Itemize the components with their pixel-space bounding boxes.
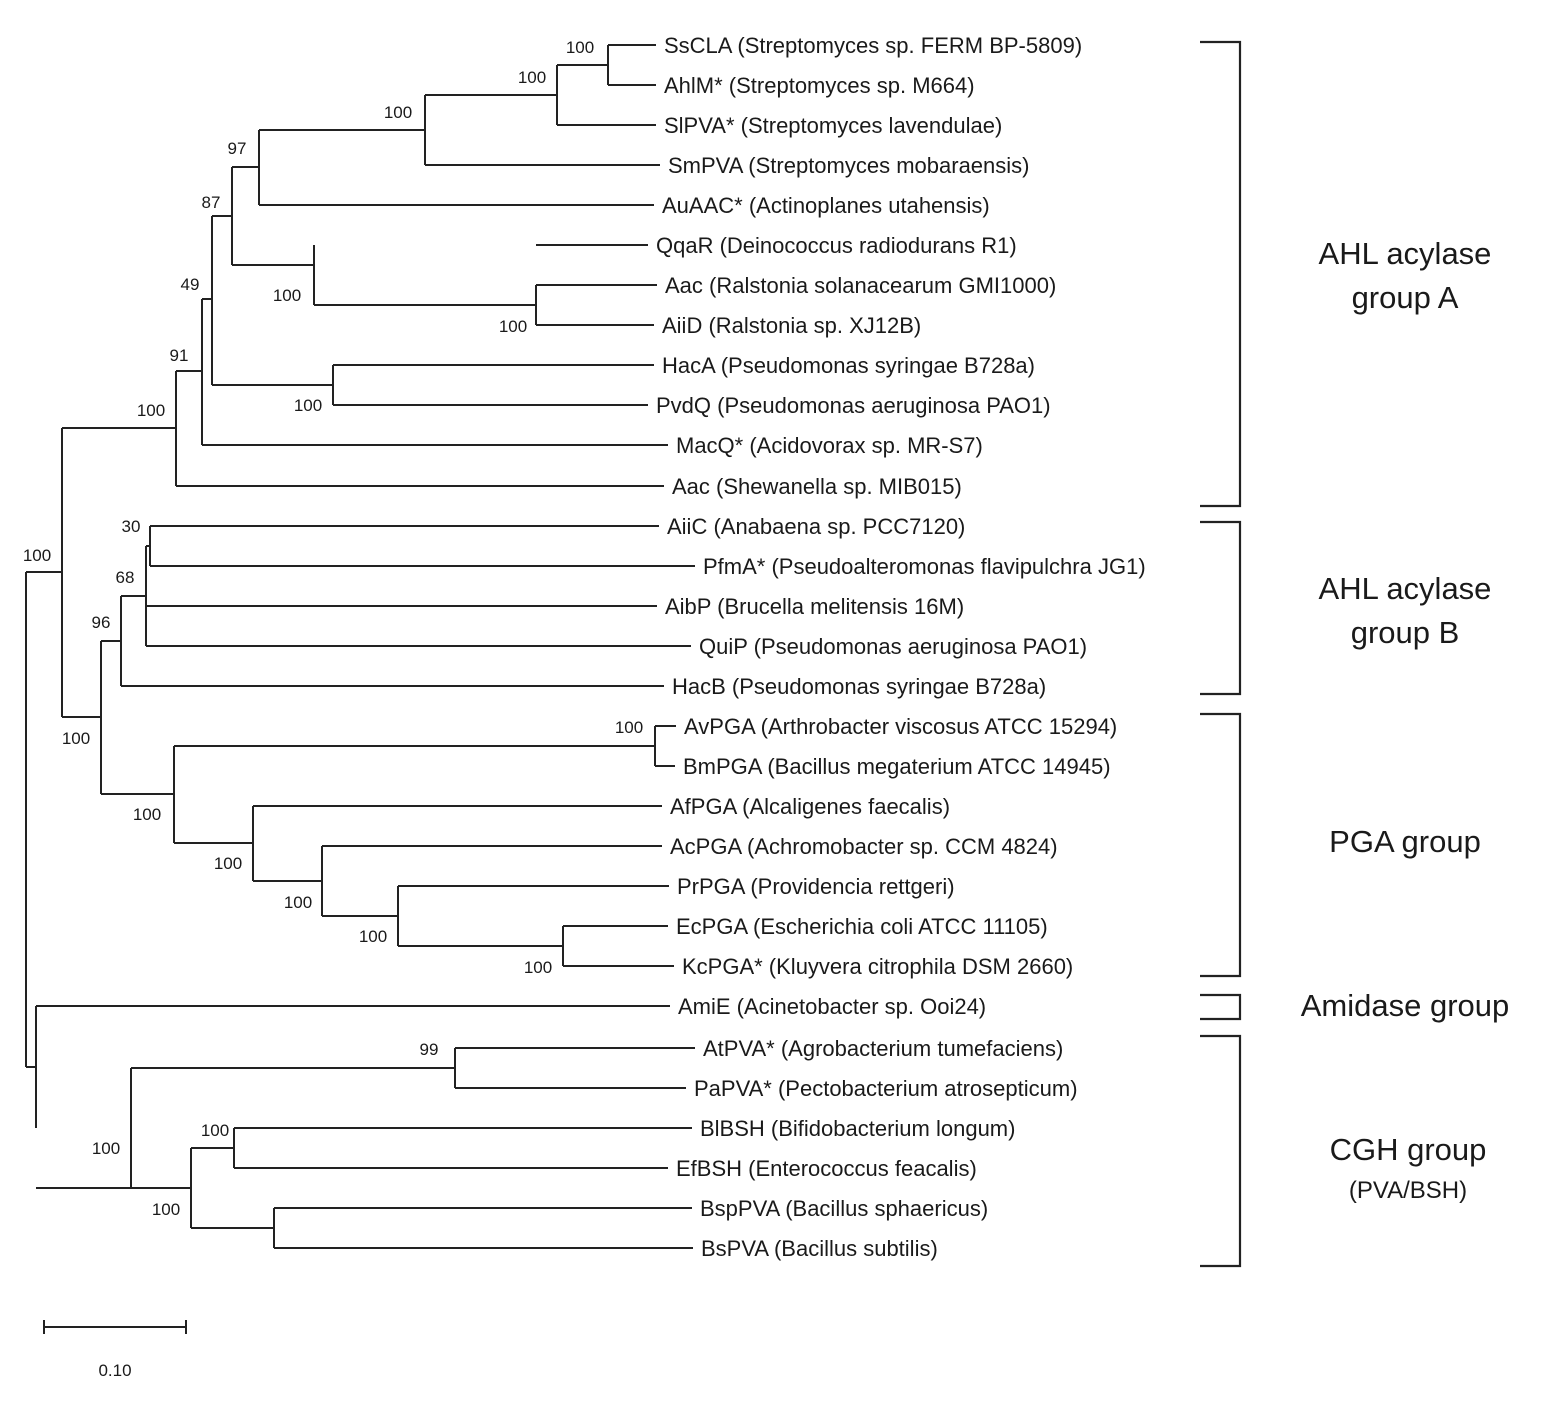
leaf-label: QuiP (Pseudomonas aeruginosa PAO1) xyxy=(699,634,1087,659)
leaf-label: AcPGA (Achromobacter sp. CCM 4824) xyxy=(670,834,1058,859)
bracket-ahl-group-b xyxy=(1200,520,1242,696)
bootstrap-value: 100 xyxy=(384,103,412,122)
bracket-cgh-group xyxy=(1200,1034,1242,1268)
bootstrap-value: 97 xyxy=(228,139,247,158)
leaf-label: AuAAC* (Actinoplanes utahensis) xyxy=(662,193,990,218)
leaf-label: AtPVA* (Agrobacterium tumefaciens) xyxy=(703,1036,1063,1061)
group-label-pga: PGA group xyxy=(1329,824,1481,859)
group-label-amidase: Amidase group xyxy=(1301,988,1510,1023)
leaf-label: BlBSH (Bifidobacterium longum) xyxy=(700,1116,1015,1141)
leaf-label: QqaR (Deinococcus radiodurans R1) xyxy=(656,233,1017,258)
leaf-label: AfPGA (Alcaligenes faecalis) xyxy=(670,794,950,819)
bootstrap-value: 100 xyxy=(152,1200,180,1219)
group-brackets xyxy=(1200,40,1242,1268)
bootstrap-value: 100 xyxy=(214,854,242,873)
bootstrap-value: 49 xyxy=(181,275,200,294)
leaf-label: BspPVA (Bacillus sphaericus) xyxy=(700,1196,988,1221)
leaf-label: AvPGA (Arthrobacter viscosus ATCC 15294) xyxy=(684,714,1117,739)
leaf-label: AmiE (Acinetobacter sp. Ooi24) xyxy=(678,994,986,1019)
leaf-label: HacA (Pseudomonas syringae B728a) xyxy=(662,353,1035,378)
leaf-label: SmPVA (Streptomyces mobaraensis) xyxy=(668,153,1030,178)
group-label-ahl-a-line1: AHL acylase xyxy=(1319,236,1492,271)
bracket-amidase-group xyxy=(1200,993,1242,1021)
leaf-label: PaPVA* (Pectobacterium atrosepticum) xyxy=(694,1076,1078,1101)
bootstrap-value: 100 xyxy=(359,927,387,946)
leaf-label: Aac (Shewanella sp. MIB015) xyxy=(672,474,962,499)
bootstrap-value: 100 xyxy=(273,286,301,305)
bootstrap-value: 30 xyxy=(122,517,141,536)
group-label-ahl-b-line1: AHL acylase xyxy=(1319,571,1492,606)
bootstrap-value: 100 xyxy=(524,958,552,977)
group-label-cgh-line1: CGH group xyxy=(1330,1132,1487,1167)
leaf-label: AhlM* (Streptomyces sp. M664) xyxy=(664,73,975,98)
bootstrap-value: 100 xyxy=(518,68,546,87)
leaf-label: Aac (Ralstonia solanacearum GMI1000) xyxy=(665,273,1056,298)
group-label-cgh-line2: (PVA/BSH) xyxy=(1349,1177,1467,1204)
leaf-label: AiiD (Ralstonia sp. XJ12B) xyxy=(662,313,921,338)
bootstrap-value: 100 xyxy=(62,729,90,748)
bootstrap-labels: 100 100 100 97 87 100 100 49 100 91 100 30 68 96 100 10… xyxy=(23,38,643,1219)
scale-bar xyxy=(43,1320,187,1334)
bracket-pga-group xyxy=(1200,712,1242,978)
bootstrap-value: 100 xyxy=(294,396,322,415)
leaf-label: AibP (Brucella melitensis 16M) xyxy=(665,594,964,619)
group-label-ahl-a-line2: group A xyxy=(1352,280,1459,315)
bootstrap-value: 100 xyxy=(137,401,165,420)
bootstrap-value: 99 xyxy=(420,1040,439,1059)
bootstrap-value: 87 xyxy=(202,193,221,212)
bootstrap-value: 100 xyxy=(92,1139,120,1158)
bracket-ahl-group-a xyxy=(1200,40,1242,508)
bootstrap-value: 100 xyxy=(284,893,312,912)
leaf-label: KcPGA* (Kluyvera citrophila DSM 2660) xyxy=(682,954,1073,979)
leaf-label: BsPVA (Bacillus subtilis) xyxy=(701,1236,938,1261)
bootstrap-value: 100 xyxy=(499,317,527,336)
leaf-label: MacQ* (Acidovorax sp. MR-S7) xyxy=(676,433,983,458)
bootstrap-value: 91 xyxy=(170,346,189,365)
leaf-label: SlPVA* (Streptomyces lavendulae) xyxy=(664,113,1002,138)
leaf-label: EcPGA (Escherichia coli ATCC 11105) xyxy=(676,914,1048,939)
bootstrap-value: 100 xyxy=(201,1121,229,1140)
leaf-label: AiiC (Anabaena sp. PCC7120) xyxy=(667,514,965,539)
leaf-label: SsCLA (Streptomyces sp. FERM BP-5809) xyxy=(664,33,1082,58)
leaf-label: HacB (Pseudomonas syringae B728a) xyxy=(672,674,1046,699)
leaf-label: PvdQ (Pseudomonas aeruginosa PAO1) xyxy=(656,393,1051,418)
bootstrap-value: 68 xyxy=(116,568,135,587)
leaf-label: PrPGA (Providencia rettgeri) xyxy=(677,874,955,899)
leaf-label: BmPGA (Bacillus megaterium ATCC 14945) xyxy=(683,754,1111,779)
leaf-label: EfBSH (Enterococcus feacalis) xyxy=(676,1156,977,1181)
bootstrap-value: 100 xyxy=(566,38,594,57)
scale-bar-label: 0.10 xyxy=(98,1361,131,1380)
bootstrap-value: 96 xyxy=(92,613,111,632)
leaf-labels: SsCLA (Streptomyces sp. FERM BP-5809) Ahl… xyxy=(656,33,1146,1261)
group-label-ahl-b-line2: group B xyxy=(1351,615,1460,650)
bootstrap-value: 100 xyxy=(615,718,643,737)
bootstrap-value: 100 xyxy=(23,546,51,565)
bootstrap-value: 100 xyxy=(133,805,161,824)
tree-branches xyxy=(25,44,695,1249)
leaf-label: PfmA* (Pseudoalteromonas flavipulchra JG… xyxy=(703,554,1146,579)
